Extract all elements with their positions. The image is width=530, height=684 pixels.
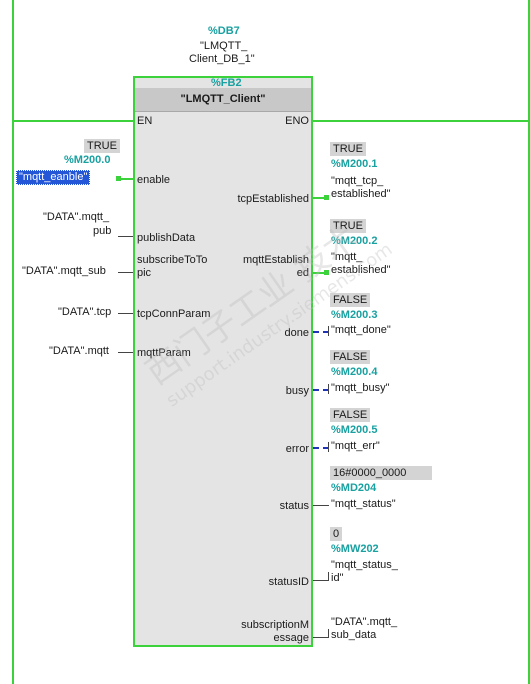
- pin-mqtt-established-line2[interactable]: ed: [296, 267, 309, 279]
- pin-subscribe-line2[interactable]: pic: [137, 267, 152, 279]
- pin-eno[interactable]: ENO: [285, 115, 309, 127]
- sub-message-connector: [328, 629, 329, 638]
- status-address: %MD204: [331, 482, 377, 494]
- pin-en[interactable]: EN: [137, 115, 153, 127]
- status-id-wire: [313, 580, 329, 581]
- instance-db-address: %DB7: [208, 25, 240, 37]
- pin-status[interactable]: status: [279, 500, 309, 512]
- pin-done[interactable]: done: [284, 327, 309, 339]
- status-wire: [313, 505, 329, 506]
- tcp-established-wire: [313, 197, 329, 199]
- pin-tcp-established[interactable]: tcpEstablished: [237, 193, 309, 205]
- pin-error[interactable]: error: [285, 443, 309, 455]
- pin-subscription-message-line1[interactable]: subscriptionM: [241, 619, 309, 631]
- mqtt-established-address: %M200.2: [331, 235, 378, 247]
- function-block-lmqtt-client[interactable]: %FB2 "LMQTT_Client" EN enable publishDat…: [133, 76, 313, 647]
- mqtt-established-symbol-1[interactable]: "mqtt_: [331, 251, 363, 263]
- busy-monitor-value: FALSE: [330, 350, 371, 364]
- instance-db-name-1: "LMQTT_: [200, 40, 248, 52]
- block-title: "LMQTT_Client": [180, 93, 266, 105]
- tcp-established-connector: [324, 195, 329, 200]
- busy-connector: [328, 384, 329, 394]
- instance-db-name-2: Client_DB_1": [189, 53, 255, 65]
- busy-address: %M200.4: [331, 366, 378, 378]
- mqtt-operand[interactable]: "DATA".mqtt: [49, 345, 109, 357]
- publish-wire: [118, 236, 133, 237]
- pin-subscribe-line1[interactable]: subscribeToTo: [137, 254, 208, 266]
- mqtt-established-connector: [324, 270, 329, 275]
- subscribe-operand[interactable]: "DATA".mqtt_sub: [22, 265, 106, 277]
- status-id-connector: [328, 572, 329, 581]
- pin-mqtt-param[interactable]: mqttParam: [137, 347, 191, 359]
- done-address: %M200.3: [331, 309, 378, 321]
- sub-message-operand-2[interactable]: sub_data: [331, 629, 377, 641]
- publish-operand-line2[interactable]: pub: [93, 225, 112, 237]
- enable-monitor-value: TRUE: [84, 139, 120, 153]
- tcp-operand[interactable]: "DATA".tcp: [58, 306, 112, 318]
- mqtt-established-wire: [313, 272, 329, 274]
- status-id-monitor-value: 0: [330, 527, 343, 541]
- tcp-established-symbol-1[interactable]: "mqtt_tcp_: [331, 175, 384, 187]
- error-monitor-value: FALSE: [330, 408, 371, 422]
- mqtt-established-monitor-value: TRUE: [330, 219, 366, 233]
- right-power-rail: [528, 0, 530, 684]
- error-symbol[interactable]: "mqtt_err": [331, 440, 380, 452]
- enable-address: %M200.0: [64, 154, 111, 166]
- pin-tcp-conn-param[interactable]: tcpConnParam: [137, 308, 211, 320]
- enable-wire: [118, 178, 133, 180]
- fb-address: %FB2: [211, 77, 242, 89]
- tcp-established-monitor-value: TRUE: [330, 142, 366, 156]
- enable-symbol-input[interactable]: "mqtt_eanble": [16, 170, 91, 185]
- busy-wire: [313, 389, 329, 391]
- pin-enable[interactable]: enable: [137, 174, 171, 186]
- status-symbol[interactable]: "mqtt_status": [331, 498, 396, 510]
- pin-subscription-message-line2[interactable]: essage: [273, 632, 309, 644]
- left-power-rail: [12, 0, 14, 684]
- error-wire: [313, 447, 329, 449]
- tcp-established-symbol-2[interactable]: established": [331, 188, 391, 200]
- done-monitor-value: FALSE: [330, 293, 371, 307]
- status-id-address: %MW202: [331, 543, 379, 555]
- pin-mqtt-established-line1[interactable]: mqttEstablish: [242, 254, 309, 266]
- block-header: %FB2 "LMQTT_Client": [135, 77, 311, 112]
- sub-message-wire: [313, 637, 329, 638]
- busy-symbol[interactable]: "mqtt_busy": [331, 382, 390, 394]
- error-connector: [328, 442, 329, 452]
- status-id-symbol-1[interactable]: "mqtt_status_: [331, 559, 398, 571]
- error-address: %M200.5: [331, 424, 378, 436]
- status-id-symbol-2[interactable]: id": [331, 572, 344, 584]
- eno-power-line: [313, 120, 528, 122]
- subscribe-wire: [118, 272, 133, 273]
- enable-connector: [116, 176, 121, 181]
- mqtt-wire: [118, 352, 133, 353]
- pin-busy[interactable]: busy: [285, 385, 309, 397]
- done-symbol[interactable]: "mqtt_done": [331, 324, 391, 336]
- done-connector: [328, 326, 329, 336]
- pin-publish-data[interactable]: publishData: [137, 232, 196, 244]
- publish-operand-line1[interactable]: "DATA".mqtt_: [43, 211, 110, 223]
- pin-status-id[interactable]: statusID: [268, 576, 309, 588]
- tcp-established-address: %M200.1: [331, 158, 378, 170]
- sub-message-operand-1[interactable]: "DATA".mqtt_: [331, 616, 398, 628]
- mqtt-established-symbol-2[interactable]: established": [331, 264, 391, 276]
- done-wire: [313, 331, 329, 333]
- en-power-line: [14, 120, 133, 122]
- status-monitor-value: 16#0000_0000: [330, 466, 432, 480]
- tcp-wire: [118, 313, 133, 314]
